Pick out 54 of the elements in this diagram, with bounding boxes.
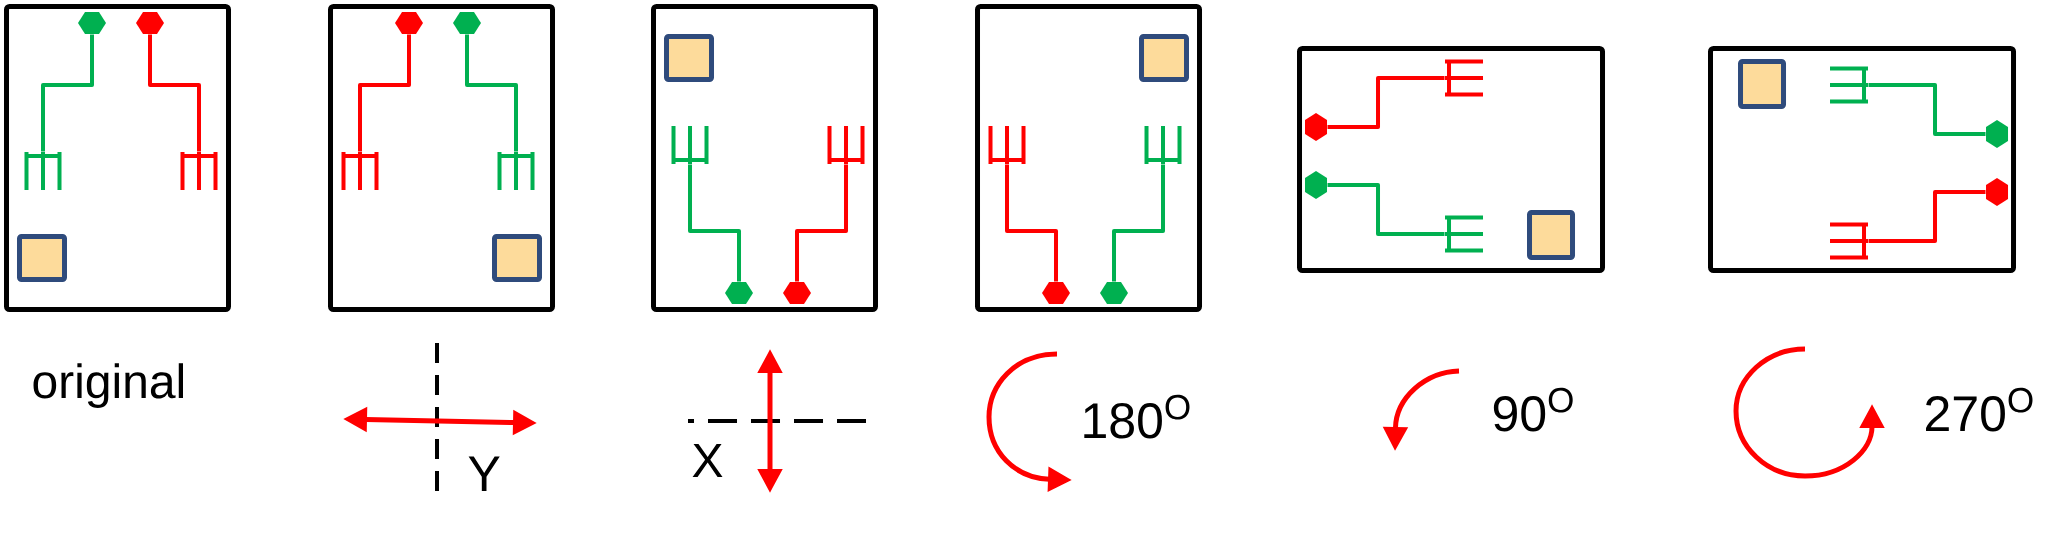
fork-shape <box>988 124 1026 166</box>
panel-frame <box>1297 46 1605 273</box>
connecting-line <box>688 164 741 282</box>
fork-shape <box>1443 215 1485 253</box>
connecting-line <box>358 34 411 152</box>
filled-square <box>492 234 542 282</box>
fork-shape <box>671 124 709 166</box>
panel-frame <box>651 4 878 312</box>
fork-shape <box>24 150 62 192</box>
hexagon <box>136 12 164 34</box>
fork-shape <box>180 150 218 192</box>
fork-shape <box>827 124 865 166</box>
hexagon <box>1305 113 1327 141</box>
hexagon <box>78 12 106 34</box>
hexagon <box>725 282 753 304</box>
connecting-line <box>1868 83 1986 136</box>
hexagon <box>1100 282 1128 304</box>
filled-square <box>17 234 67 282</box>
hexagon <box>1042 282 1070 304</box>
connecting-line <box>795 164 848 282</box>
fork-shape <box>1828 66 1870 104</box>
angle-label: 90$^{O}$ <box>1493 387 1573 432</box>
connecting-line <box>465 34 518 152</box>
hexagon <box>783 282 811 304</box>
connecting-line <box>1868 190 1986 243</box>
filled-square <box>1527 210 1575 260</box>
axis-label: Y <box>468 456 500 491</box>
connecting-line <box>1005 164 1058 282</box>
axis-label: X <box>692 444 723 477</box>
connecting-line <box>1327 76 1445 129</box>
panel-frame <box>975 4 1202 312</box>
hexagon <box>395 12 423 34</box>
connecting-line <box>1327 183 1445 236</box>
connecting-line <box>41 34 94 152</box>
filled-square <box>1139 34 1189 82</box>
fork-shape <box>497 150 535 192</box>
hexagon <box>1986 178 2008 206</box>
hexagon <box>453 12 481 34</box>
panel-frame <box>328 4 555 312</box>
connecting-line <box>148 34 201 152</box>
caption: original <box>33 363 183 408</box>
connecting-line <box>1112 164 1165 282</box>
fork-shape <box>341 150 379 192</box>
angle-label: 180$^{O}$ <box>1084 394 1190 439</box>
fork-shape <box>1828 222 1870 260</box>
fork-shape <box>1144 124 1182 166</box>
hexagon <box>1305 171 1327 199</box>
panel-frame <box>4 4 231 312</box>
hexagon <box>1986 120 2008 148</box>
angle-label: 270$^{O}$ <box>1926 387 2033 432</box>
panel-frame <box>1708 46 2016 273</box>
filled-square <box>1738 59 1786 109</box>
filled-square <box>664 34 714 82</box>
fork-shape <box>1443 59 1485 97</box>
